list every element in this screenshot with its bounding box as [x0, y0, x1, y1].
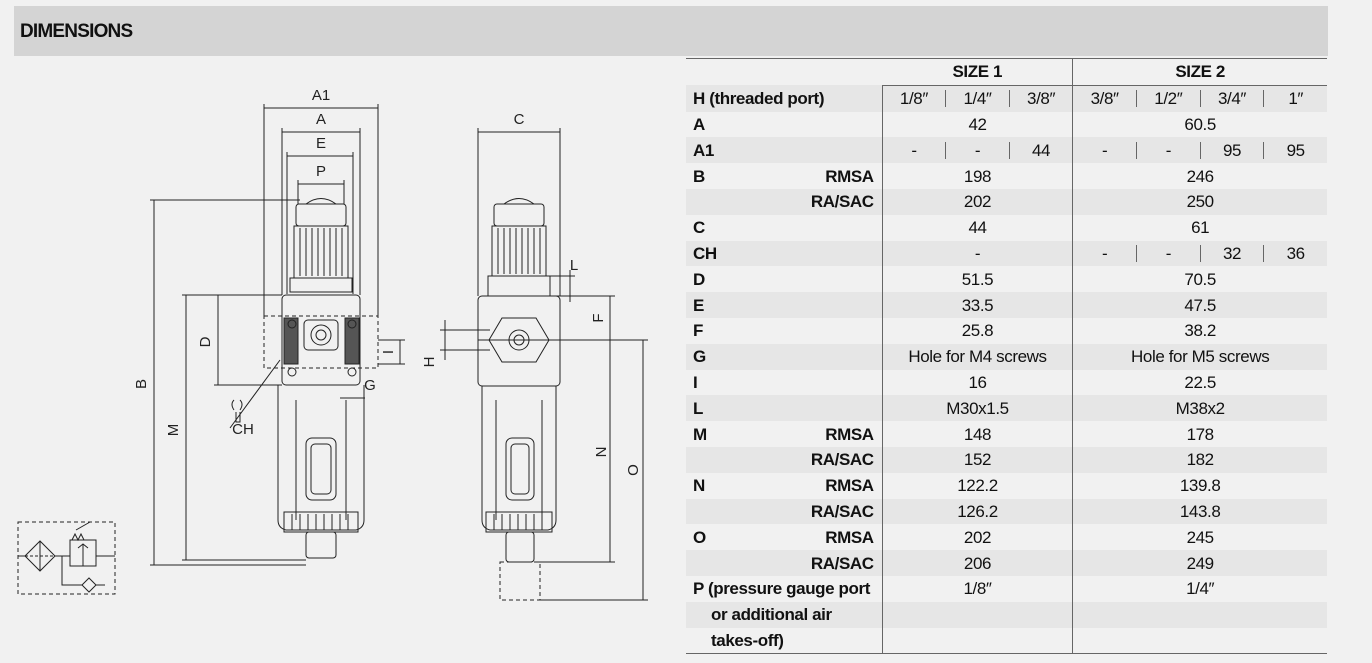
table-row: L M30x1.5 M38x2: [686, 395, 1327, 422]
row-label-m: M: [693, 424, 707, 444]
wrench-icon: [231, 399, 243, 423]
dim-label-a: A: [316, 111, 326, 128]
row-label-b: B: [693, 166, 705, 186]
row-label-ch: CH: [686, 240, 811, 267]
row-label-p: P (pressure gauge port: [686, 575, 883, 602]
row-label-o: O: [693, 527, 706, 547]
section-header: DIMENSIONS: [14, 6, 1328, 56]
table-row: P (pressure gauge port 1/8″ 1/4″: [686, 575, 1327, 602]
size1-header: SIZE 1: [882, 58, 1074, 86]
size2-header: SIZE 2: [1072, 58, 1327, 86]
table-row: O RMSA 202 245: [686, 524, 1327, 551]
row-label-n: N: [693, 476, 705, 496]
table-row: RA/SAC 126.2 143.8: [686, 498, 1327, 525]
table-row: C 44 61: [686, 214, 1327, 241]
table-row: A 42 60.5: [686, 111, 1327, 138]
pneumatic-symbol: [17, 521, 116, 595]
table-row: RA/SAC 202 250: [686, 188, 1327, 215]
row-label-l: L: [686, 395, 811, 422]
technical-drawing: A1 A E P D B M CH G I C L F H N O: [17, 87, 648, 601]
dim-label-c: C: [514, 111, 525, 128]
row-label-i: I: [693, 372, 698, 392]
dim-label-m: M: [165, 424, 182, 437]
table-row: E 33.5 47.5: [686, 292, 1327, 318]
row-label-e: E: [686, 292, 811, 318]
dim-label-e: E: [316, 135, 326, 152]
row-label-g: G: [686, 343, 811, 370]
dim-label-a1: A1: [312, 87, 330, 104]
row-label-a1: A1: [686, 137, 811, 164]
table-row: RA/SAC 152 182: [686, 446, 1327, 473]
dim-label-n: N: [593, 447, 610, 458]
table-row: D 51.5 70.5: [686, 266, 1327, 293]
row-label-c: C: [693, 218, 705, 238]
table-row: N RMSA 122.2 139.8: [686, 472, 1327, 499]
front-view: [150, 104, 405, 566]
row-label-d: D: [693, 269, 705, 289]
table-row: B RMSA 198 246: [686, 163, 1327, 189]
dimensions-table: SIZE 1 SIZE 2 H (threaded port) 1/8″1/4″…: [686, 58, 1327, 655]
dim-label-h: H: [421, 357, 438, 368]
row-label-f: F: [693, 321, 703, 341]
dim-label-d: D: [197, 336, 214, 347]
row-label-h: H (threaded port): [686, 85, 883, 112]
table-row: F 25.8 38.2: [686, 317, 1327, 344]
dim-label-g: G: [364, 377, 376, 394]
table-row: takes-off): [686, 627, 1327, 655]
table-row: H (threaded port) 1/8″1/4″3/8″ 3/8″1/2″3…: [686, 85, 1327, 112]
dim-label-f: F: [590, 313, 607, 322]
row-label-a: A: [693, 114, 705, 134]
table-row: or additional air: [686, 601, 1327, 628]
dim-label-p: P: [316, 163, 326, 180]
side-view: [440, 128, 648, 601]
table-row: G Hole for M4 screws Hole for M5 screws: [686, 343, 1327, 370]
table-row: RA/SAC 206 249: [686, 550, 1327, 576]
section-title: DIMENSIONS: [20, 21, 133, 42]
dim-label-o: O: [625, 464, 642, 476]
dim-label-b: B: [133, 379, 150, 389]
dim-label-ch: CH: [232, 421, 254, 438]
dim-label-l: L: [570, 257, 578, 274]
table-row: M RMSA 148 178: [686, 421, 1327, 447]
dim-label-i: I: [380, 350, 397, 354]
table-row: I 16 22.5: [686, 369, 1327, 396]
